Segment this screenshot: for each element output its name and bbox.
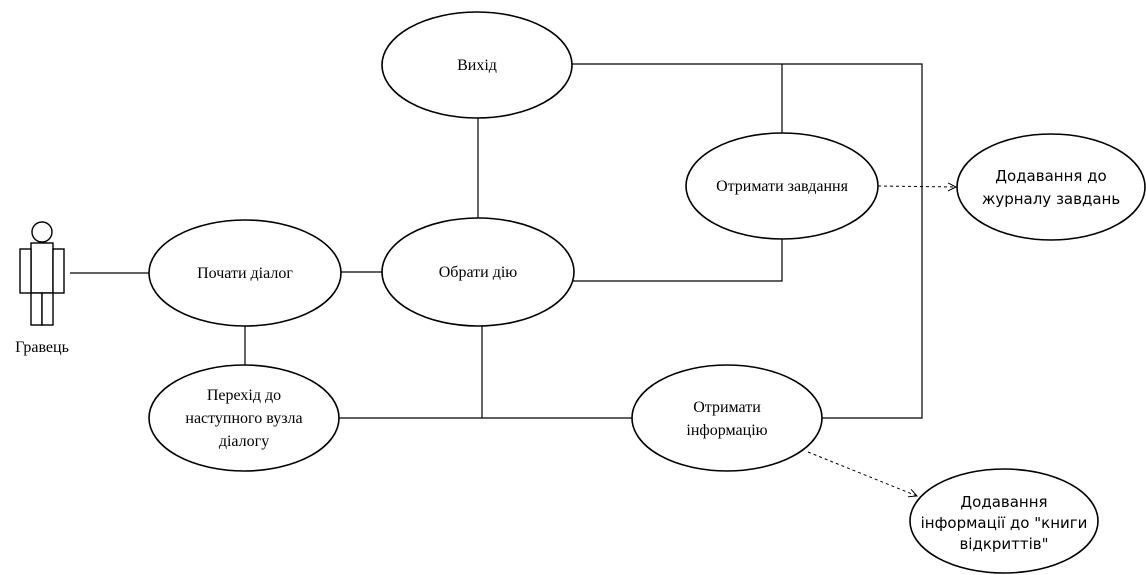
actor-body xyxy=(30,242,54,294)
use-case-add-to-journal-line-1: Додавання до xyxy=(995,167,1106,185)
use-case-add-to-journal-shape xyxy=(956,133,1146,241)
use-case-get-info-shape xyxy=(631,364,823,472)
use-case-add-to-journal: Додавання до журналу завдань xyxy=(956,133,1146,241)
actor-left-arm xyxy=(19,248,32,294)
actor-right-arm xyxy=(52,248,65,294)
edge-info-add-dashed xyxy=(807,451,917,496)
use-case-next-node-line-1: Перехід до xyxy=(207,387,281,404)
use-case-get-info-line-1: Отримати xyxy=(693,399,761,416)
use-case-exit: Вихід xyxy=(381,11,573,119)
use-case-get-info: Отримати інформацію xyxy=(631,364,823,472)
use-case-add-info-line-2: інформації до "книги xyxy=(921,514,1088,532)
use-case-exit-shape xyxy=(381,11,573,119)
use-case-add-info-line-3: відкриттів" xyxy=(959,535,1048,553)
use-case-add-info: Додавання інформації до "книги відкритті… xyxy=(909,468,1099,574)
use-case-get-task-label: Отримати завдання xyxy=(716,178,849,195)
edge-exit-right xyxy=(571,63,923,419)
use-case-exit-label: Вихід xyxy=(457,57,497,74)
edge-task-journal-dashed xyxy=(877,186,956,187)
use-case-next-node-shape xyxy=(148,364,340,472)
use-case-next-node: Перехід до наступного вузла діалогу xyxy=(148,364,340,472)
use-case-add-to-journal-line-2: журналу завдань xyxy=(982,190,1120,208)
actor-label: Гравець xyxy=(15,339,69,356)
use-case-start-dialog-label: Почати діалог xyxy=(197,265,293,282)
use-case-start-dialog: Почати діалог xyxy=(148,219,342,327)
use-case-choose-action-shape xyxy=(381,217,575,327)
use-case-add-info-line-1: Додавання xyxy=(960,493,1047,511)
use-case-get-task-shape xyxy=(685,132,879,240)
use-case-next-node-line-2: наступного вузла xyxy=(185,410,302,427)
use-case-get-task: Отримати завдання xyxy=(685,132,879,240)
use-case-add-info-shape xyxy=(909,468,1099,574)
use-case-start-dialog-shape xyxy=(148,219,342,327)
actor-head xyxy=(31,221,53,243)
actor-left-leg xyxy=(30,292,43,326)
actor-right-leg xyxy=(41,292,54,326)
edge-choose-task xyxy=(571,238,783,282)
use-case-get-info-line-2: інформацію xyxy=(686,422,767,439)
use-case-choose-action-label: Обрати дію xyxy=(439,264,518,281)
use-case-choose-action: Обрати дію xyxy=(381,217,575,327)
use-case-next-node-line-3: діалогу xyxy=(219,433,269,450)
connectors xyxy=(70,63,956,496)
actor-player: Гравець xyxy=(15,221,69,356)
